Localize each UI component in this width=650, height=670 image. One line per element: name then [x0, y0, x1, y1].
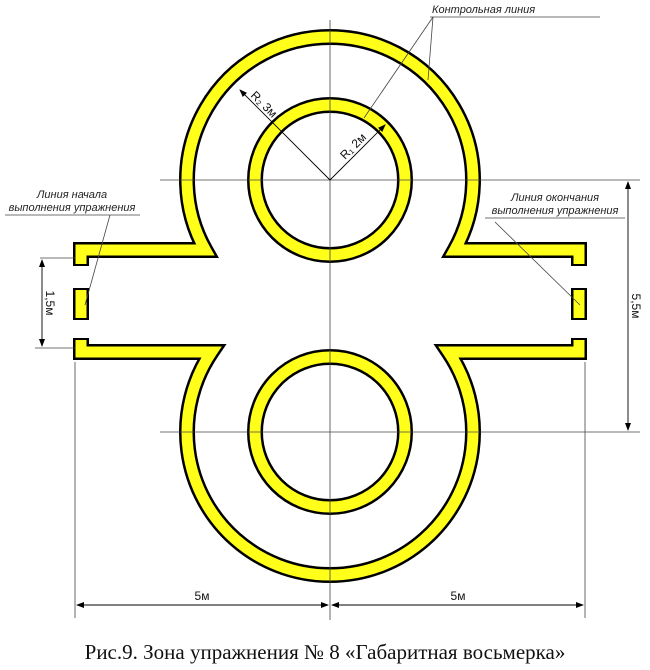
leader-lines: [5, 16, 625, 306]
right-width-label: 5м: [451, 589, 466, 603]
gate-width-label: 1,5м: [43, 291, 57, 316]
figure-eight-diagram: Контрольная линия Линия начала выполнени…: [5, 4, 643, 620]
control-line-label: Контрольная линия: [432, 4, 535, 16]
left-width-label: 5м: [195, 589, 210, 603]
center-lines: [35, 20, 640, 620]
end-line-label-1: Линия окончания: [510, 192, 599, 204]
dimension-lines: [39, 89, 631, 608]
radius-r2-label: R₂ 3м: [248, 88, 280, 120]
start-line-label-1: Линия начала: [36, 189, 107, 201]
end-line-label-2: выполнения упражнения: [492, 205, 619, 217]
figure-caption: Рис.9. Зона упражнения № 8 «Габаритная в…: [84, 640, 566, 664]
height-dimension-label: 5,5м: [629, 294, 643, 319]
start-line-label-2: выполнения упражнения: [9, 202, 136, 214]
